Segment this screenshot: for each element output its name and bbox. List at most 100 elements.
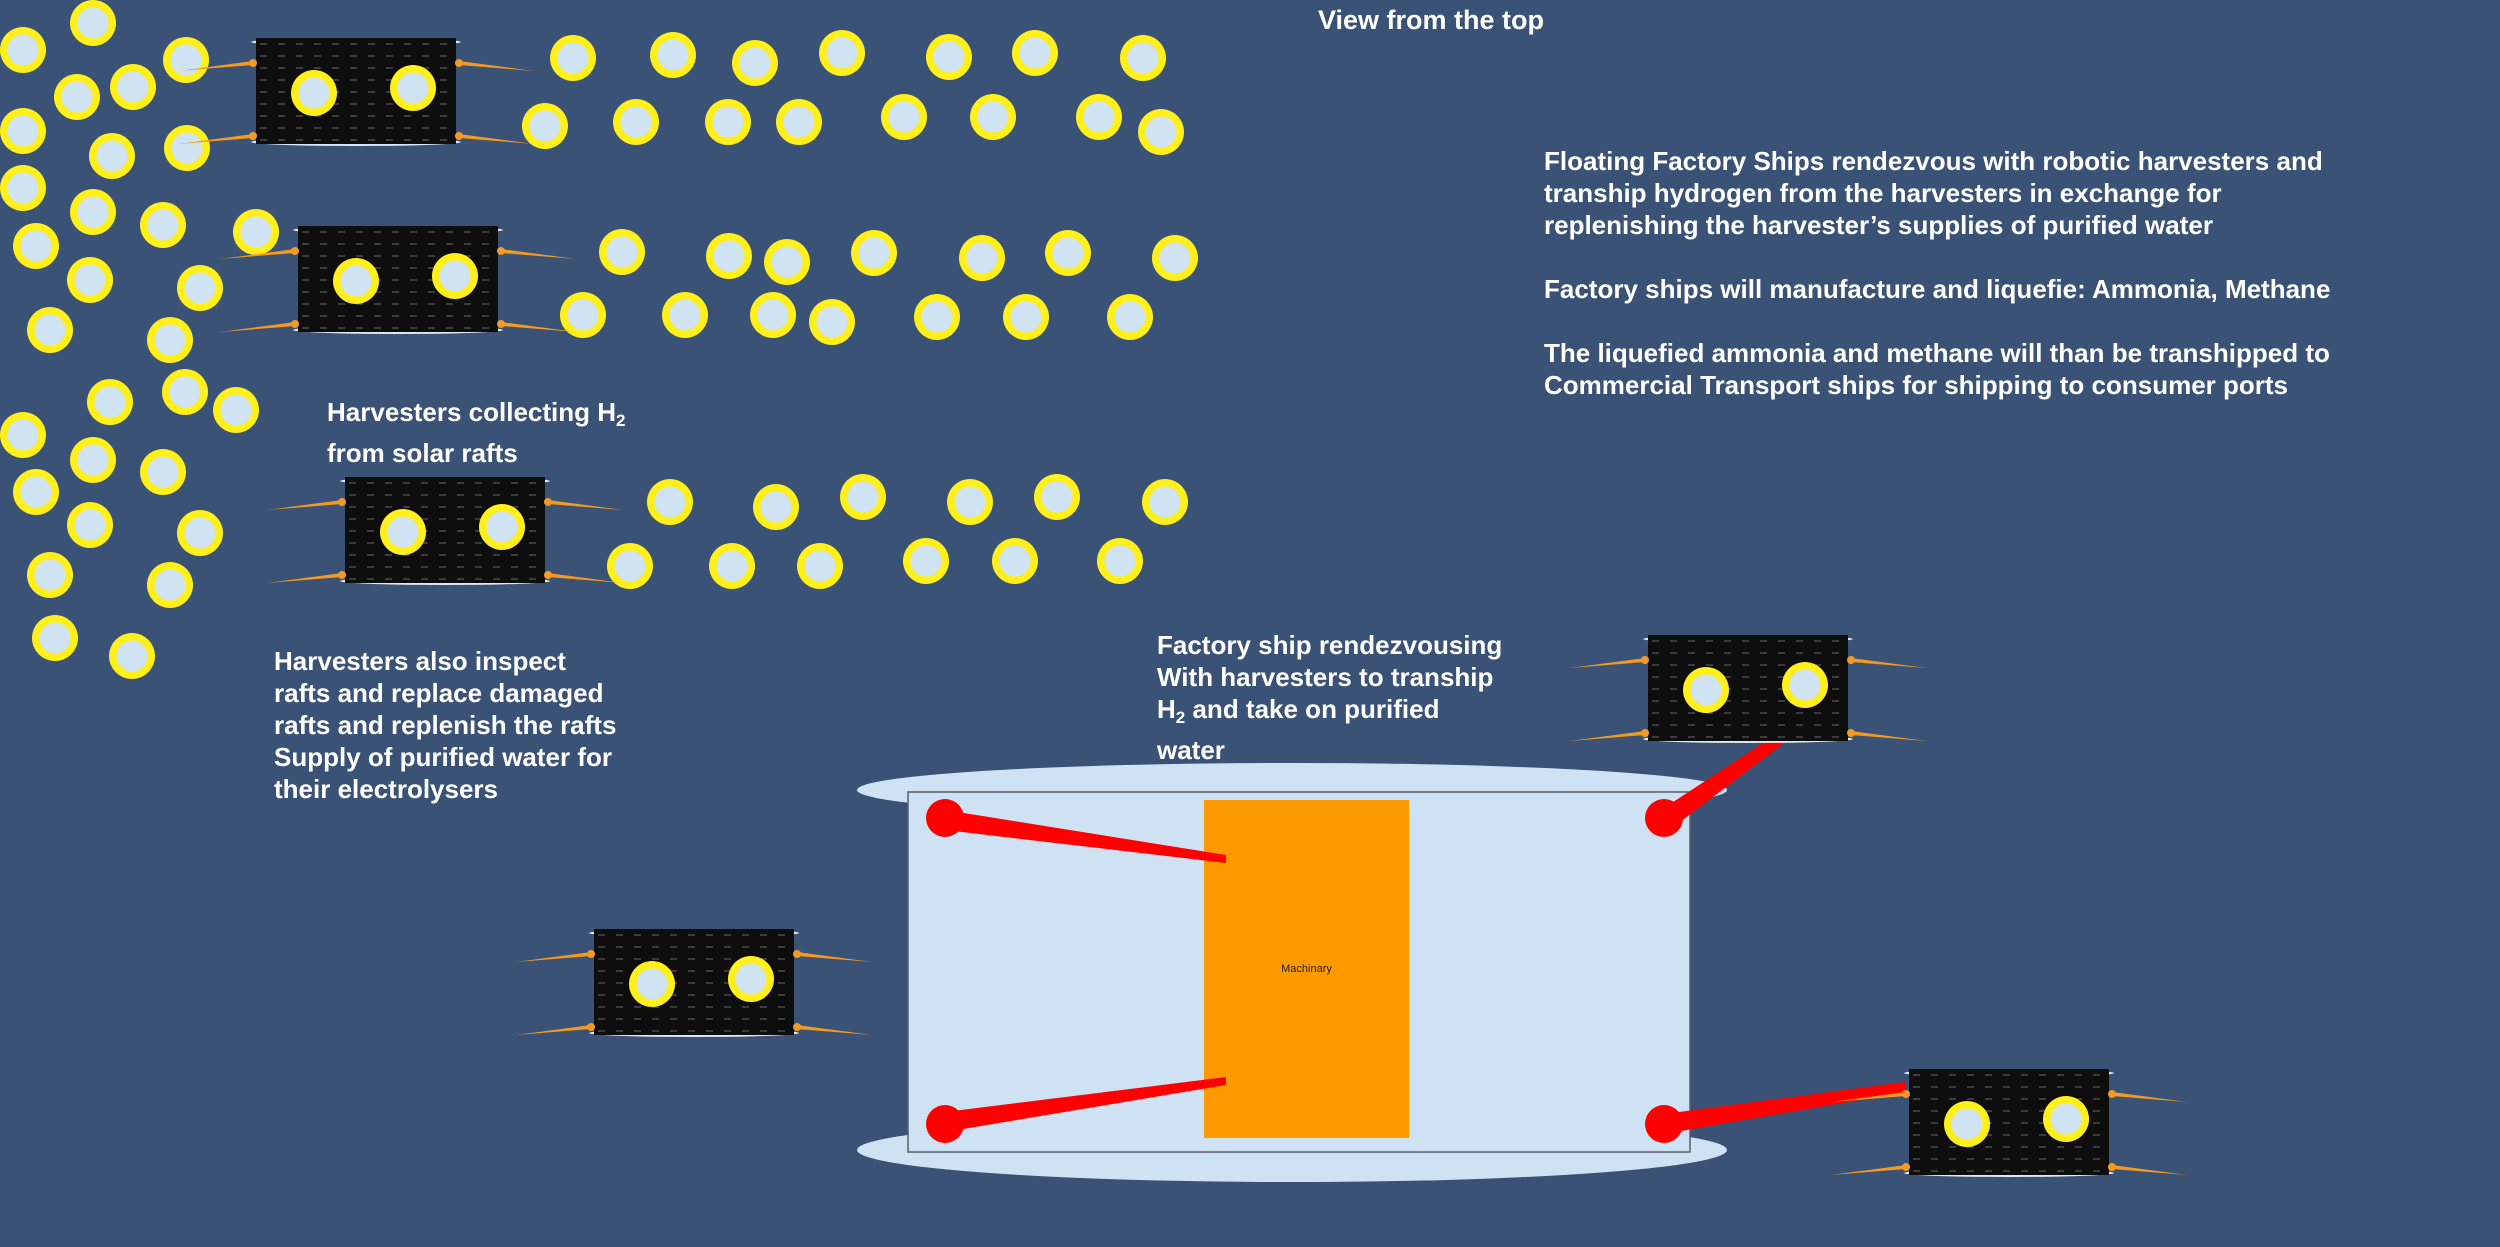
label-line: Supply of purified water for bbox=[274, 742, 613, 772]
machinery-label: Machinary bbox=[1281, 963, 1332, 975]
solar-raft bbox=[67, 257, 113, 303]
solar-raft bbox=[147, 317, 193, 363]
label-line: Harvesters also inspect bbox=[274, 646, 566, 676]
solar-raft bbox=[970, 94, 1016, 140]
solar-raft bbox=[147, 562, 193, 608]
solar-raft bbox=[851, 230, 897, 276]
solar-raft bbox=[1107, 294, 1153, 340]
solar-raft bbox=[13, 469, 59, 515]
factory-rendezvous-label: Factory ship rendezvousing With harveste… bbox=[1157, 629, 1502, 766]
transfer-hose bbox=[945, 810, 1226, 863]
solar-raft bbox=[109, 633, 155, 679]
solar-raft bbox=[1003, 294, 1049, 340]
hose-connector bbox=[926, 1105, 964, 1143]
solar-raft bbox=[140, 202, 186, 248]
machinery-block bbox=[1204, 800, 1409, 1138]
solar-raft bbox=[705, 99, 751, 145]
label-line: rafts and replenish the rafts bbox=[274, 710, 617, 740]
solar-raft bbox=[1034, 474, 1080, 520]
solar-raft bbox=[1045, 230, 1091, 276]
solar-raft bbox=[840, 474, 886, 520]
solar-raft bbox=[1120, 35, 1166, 81]
harvesters-inspect-label: Harvesters also inspect rafts and replac… bbox=[274, 645, 616, 805]
page-title: View from the top bbox=[1318, 5, 1545, 35]
hose-connector bbox=[1645, 799, 1683, 837]
transfer-hose bbox=[1664, 1082, 1906, 1134]
solar-raft bbox=[27, 307, 73, 353]
solar-raft bbox=[797, 543, 843, 589]
label-line: rafts and replace damaged bbox=[274, 678, 604, 708]
solar-raft bbox=[1152, 235, 1198, 281]
harvesters-collecting-label: Harvesters collecting H2 from solar raft… bbox=[327, 396, 625, 469]
solar-raft bbox=[650, 32, 696, 78]
solar-raft bbox=[903, 538, 949, 584]
solar-raft bbox=[0, 108, 46, 154]
harvester-robot bbox=[516, 929, 872, 1037]
solar-raft bbox=[67, 502, 113, 548]
harvester-robot bbox=[1570, 635, 1926, 743]
harvester-robot bbox=[178, 38, 534, 146]
solar-raft bbox=[32, 615, 78, 661]
solar-raft bbox=[1076, 94, 1122, 140]
solar-raft bbox=[140, 449, 186, 495]
info-paragraph: The liquefied ammonia and methane will t… bbox=[1544, 338, 2330, 400]
solar-raft bbox=[0, 412, 46, 458]
solar-raft bbox=[164, 125, 210, 171]
label-line: from solar rafts bbox=[327, 438, 518, 468]
solar-raft bbox=[706, 233, 752, 279]
solar-raft bbox=[70, 189, 116, 235]
subscript: 2 bbox=[1175, 708, 1186, 727]
label-line: H bbox=[1157, 694, 1176, 724]
info-text-block: Floating Factory Ships rendezvous with r… bbox=[1544, 145, 2344, 433]
info-paragraph: Factory ships will manufacture and lique… bbox=[1544, 274, 2331, 304]
solar-raft bbox=[1138, 109, 1184, 155]
label-line: and take on purified bbox=[1185, 694, 1440, 724]
hose-connector bbox=[926, 799, 964, 837]
solar-raft bbox=[709, 543, 755, 589]
label-line: Factory ship rendezvousing bbox=[1157, 630, 1503, 660]
solar-raft bbox=[959, 235, 1005, 281]
solar-raft bbox=[599, 229, 645, 275]
solar-raft bbox=[613, 99, 659, 145]
solar-raft bbox=[110, 64, 156, 110]
solar-raft bbox=[70, 0, 116, 46]
solar-raft bbox=[522, 103, 568, 149]
transfer-hose bbox=[945, 1077, 1226, 1132]
solar-raft bbox=[764, 239, 810, 285]
solar-raft bbox=[87, 379, 133, 425]
solar-raft bbox=[89, 133, 135, 179]
solar-rafts-group bbox=[0, 0, 1198, 679]
solar-raft bbox=[233, 209, 279, 255]
solar-raft bbox=[213, 387, 259, 433]
solar-raft bbox=[750, 292, 796, 338]
solar-raft bbox=[13, 223, 59, 269]
solar-raft bbox=[54, 74, 100, 120]
subscript: 2 bbox=[616, 411, 626, 430]
solar-raft bbox=[881, 94, 927, 140]
solar-raft bbox=[0, 27, 46, 73]
solar-raft bbox=[177, 265, 223, 311]
solar-raft bbox=[662, 292, 708, 338]
solar-raft bbox=[550, 35, 596, 81]
solar-raft bbox=[1142, 479, 1188, 525]
harvester-robot bbox=[267, 477, 623, 585]
solar-raft bbox=[177, 510, 223, 556]
solar-raft bbox=[70, 437, 116, 483]
solar-raft bbox=[732, 40, 778, 86]
solar-raft bbox=[1097, 538, 1143, 584]
solar-raft bbox=[647, 479, 693, 525]
transfer-hose bbox=[1664, 715, 1812, 828]
factory-ship bbox=[857, 715, 1906, 1182]
solar-raft bbox=[776, 99, 822, 145]
solar-raft bbox=[947, 479, 993, 525]
info-paragraph: Floating Factory Ships rendezvous with r… bbox=[1544, 146, 2323, 240]
solar-raft bbox=[926, 34, 972, 80]
label-line: Harvesters collecting H bbox=[327, 397, 617, 427]
solar-raft bbox=[27, 552, 73, 598]
solar-raft bbox=[753, 484, 799, 530]
solar-raft bbox=[914, 294, 960, 340]
solar-raft bbox=[162, 369, 208, 415]
solar-raft bbox=[1012, 30, 1058, 76]
solar-raft bbox=[163, 37, 209, 83]
